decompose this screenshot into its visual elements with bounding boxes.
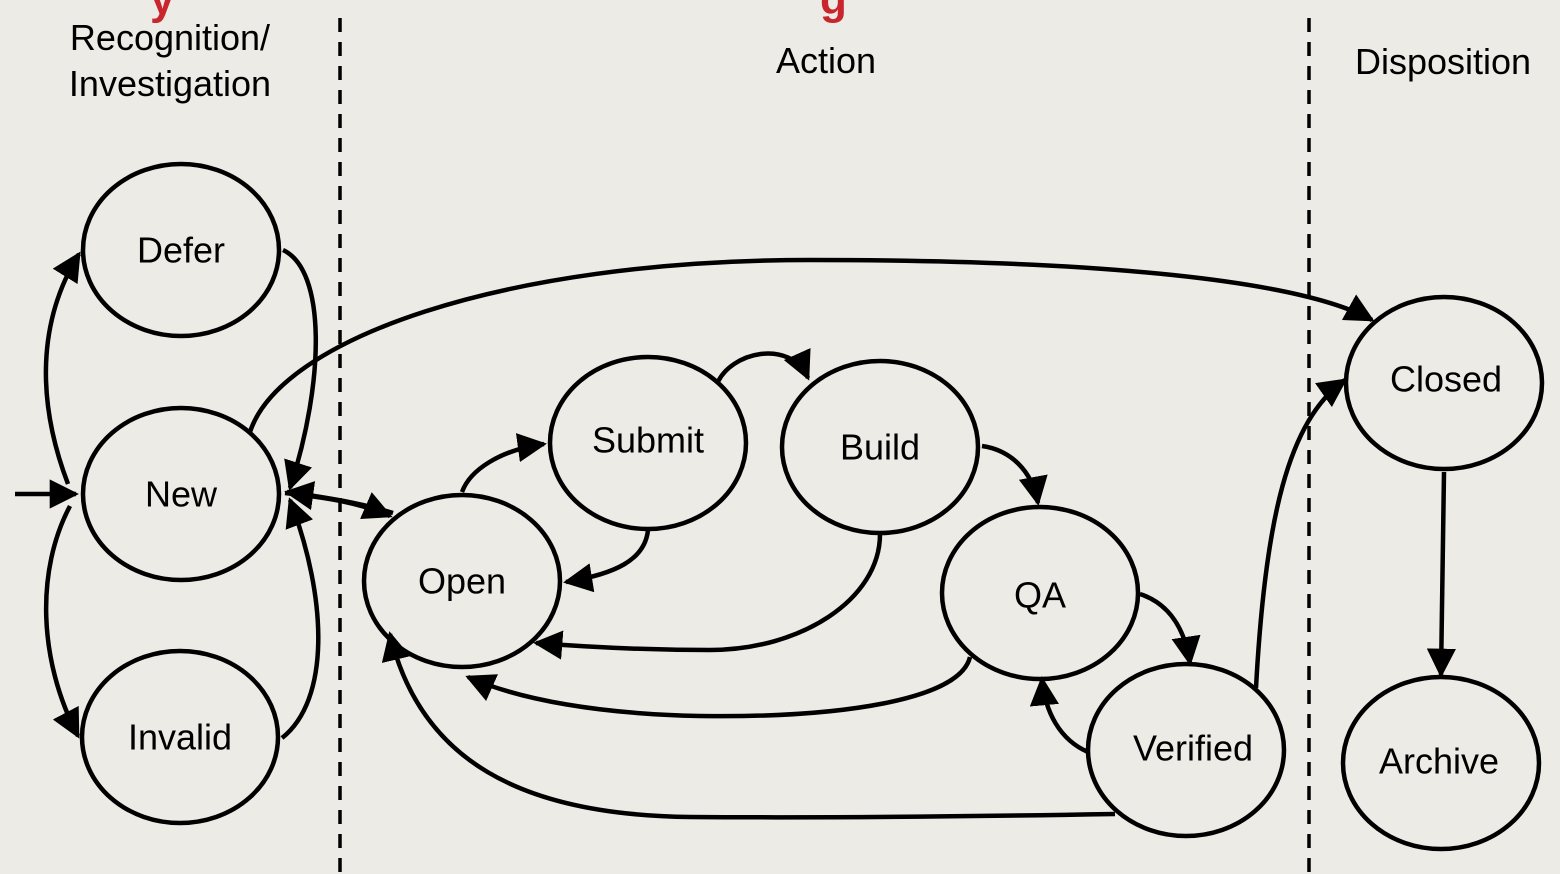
edge-build-qa xyxy=(981,443,1048,506)
phase-label-disposition: Disposition xyxy=(1355,41,1531,82)
phase-label-action: Action xyxy=(776,40,876,81)
edge-qa-open xyxy=(465,656,973,719)
node-label-submit: Submit xyxy=(592,420,704,461)
node-closed: Closed xyxy=(1343,294,1545,472)
node-label-archive: Archive xyxy=(1379,741,1499,782)
title-fragment-right: g xyxy=(820,0,847,24)
node-label-open: Open xyxy=(418,561,506,602)
node-open: Open xyxy=(361,492,563,670)
node-label-closed: Closed xyxy=(1390,359,1502,400)
edge-verified-qa xyxy=(1029,676,1089,755)
edge-new-defer xyxy=(43,251,81,485)
edge-verified-open xyxy=(381,631,1116,820)
phase-label-recognition-line2: Investigation xyxy=(69,63,271,104)
edges xyxy=(15,247,1457,820)
edge-new-closed xyxy=(247,257,1375,433)
edge-new-open xyxy=(284,490,393,519)
node-qa: QA xyxy=(939,504,1141,682)
edge-invalid-new xyxy=(280,497,321,740)
edge-build-open xyxy=(533,533,883,660)
phase-label-recognition-line1: Recognition/ xyxy=(70,17,270,58)
node-label-defer: Defer xyxy=(137,230,225,271)
edge-qa-verified xyxy=(1139,591,1201,666)
node-defer: Defer xyxy=(80,161,282,339)
node-label-build: Build xyxy=(840,427,920,468)
node-verified: Verified xyxy=(1085,661,1287,839)
node-label-qa: QA xyxy=(1014,575,1066,616)
edge-open-submit xyxy=(459,433,547,493)
node-build: Build xyxy=(779,358,981,536)
node-archive: Archive xyxy=(1340,674,1542,852)
edge-open-new xyxy=(284,481,394,516)
node-new: New xyxy=(80,405,282,583)
edge-submit-open xyxy=(563,529,651,593)
node-label-verified: Verified xyxy=(1133,728,1253,769)
edge-new-invalid xyxy=(43,504,80,739)
node-submit: Submit xyxy=(547,354,749,532)
edge-closed-archive xyxy=(1426,471,1457,678)
node-label-new: New xyxy=(145,474,218,515)
edge-submit-build xyxy=(714,347,811,385)
edge-defer-new xyxy=(281,247,319,491)
title-fragment-left: y xyxy=(150,0,175,24)
node-invalid: Invalid xyxy=(79,648,281,826)
edge-verified-closed xyxy=(1253,378,1348,689)
node-label-invalid: Invalid xyxy=(128,717,232,758)
